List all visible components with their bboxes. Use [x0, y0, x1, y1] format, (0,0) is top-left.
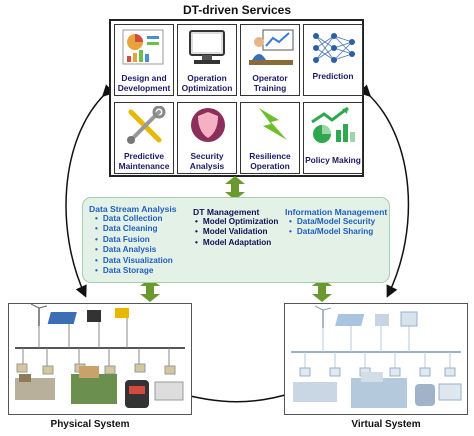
- physical-system-illustration: [15, 303, 185, 408]
- list-item: Model Validation: [195, 227, 293, 237]
- info-management-section: Information Management Data/Model Securi…: [285, 207, 389, 238]
- lightning-icon: [259, 108, 287, 140]
- list-item: Data Cleaning: [95, 224, 199, 234]
- virtual-system-frame: [284, 303, 468, 415]
- double-arrow-panel-virtual: [312, 278, 332, 302]
- info-management-title: Information Management: [285, 207, 388, 217]
- list-item: Data Fusion: [95, 235, 199, 245]
- virtual-system-label: Virtual System: [351, 419, 421, 430]
- arrow-services-to-virtual: [358, 84, 410, 298]
- physical-system-frame: [8, 303, 192, 415]
- list-item: Model Optimization: [195, 217, 293, 227]
- list-item: Model Adaptation: [195, 238, 293, 248]
- list-item: Data/Model Sharing: [289, 227, 389, 237]
- dt-management-title: DT Management: [193, 207, 260, 217]
- service-policy-making[interactable]: Policy Making: [303, 102, 363, 174]
- list-item: Data Collection: [95, 214, 199, 224]
- double-arrow-panel-physical: [140, 278, 160, 302]
- double-arrow-services-panel: [225, 176, 245, 200]
- design-chart-icon: [122, 29, 164, 65]
- computer-icon: [189, 30, 225, 64]
- virtual-system-illustration: [291, 305, 462, 408]
- shield-icon: [191, 108, 225, 142]
- dt-management-section: DT Management Model Optimization Model V…: [193, 207, 293, 248]
- data-stream-section: Data Stream Analysis Data Collection Dat…: [89, 204, 199, 276]
- service-prediction[interactable]: Prediction: [303, 24, 363, 96]
- list-item: Data Visualization: [95, 256, 199, 266]
- services-title: DT-driven Services: [182, 3, 292, 17]
- management-panel: Data Stream Analysis Data Collection Dat…: [82, 197, 390, 283]
- physical-system-label: Physical System: [50, 419, 130, 430]
- neural-network-icon: [313, 33, 355, 63]
- operator-icon: [249, 29, 294, 65]
- growth-chart-icon: [311, 106, 355, 143]
- arrow-services-to-physical: [65, 84, 115, 298]
- list-item: Data Analysis: [95, 245, 199, 255]
- list-item: Data/Model Security: [289, 217, 389, 227]
- list-item: Data Storage: [95, 266, 199, 276]
- data-stream-title: Data Stream Analysis: [89, 204, 177, 214]
- arrow-physical-to-virtual: [164, 383, 298, 403]
- tools-icon: [127, 106, 166, 144]
